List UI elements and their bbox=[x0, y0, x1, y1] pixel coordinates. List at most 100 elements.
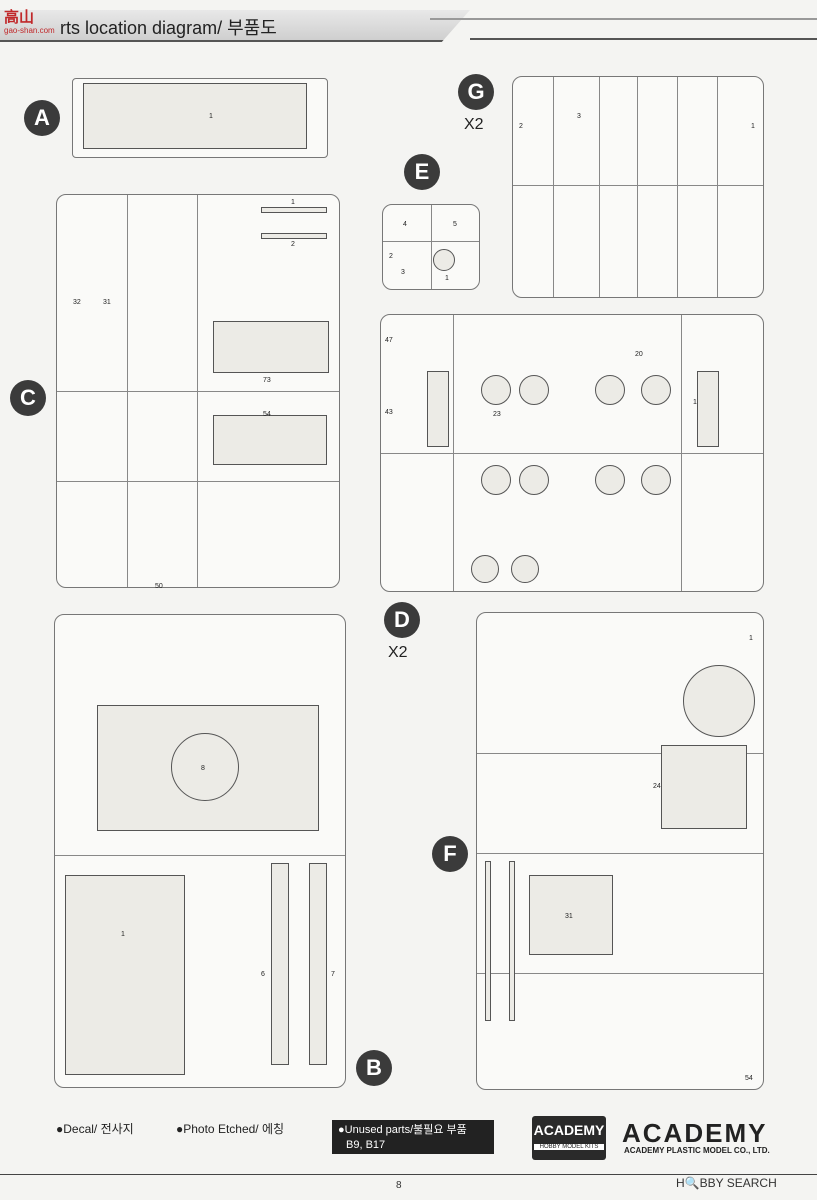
sprue-f-frame: 1 24 31 54 bbox=[476, 612, 764, 1090]
unused-parts-title: ●Unused parts/불필요 부품 bbox=[338, 1124, 467, 1136]
unused-parts-box: ●Unused parts/불필요 부품 B9, B17 bbox=[332, 1120, 494, 1154]
sprue-badge-c: C bbox=[10, 380, 46, 416]
page-number: 8 bbox=[396, 1180, 402, 1191]
part-number: 7 bbox=[331, 971, 335, 978]
watermark-logo: 高山 bbox=[4, 8, 35, 26]
runner bbox=[57, 481, 339, 482]
logo-subtext: HOBBY MODEL KITS bbox=[534, 1144, 604, 1150]
sprue-badge-e: E bbox=[404, 154, 440, 190]
header-banner bbox=[0, 10, 470, 42]
part-number: 23 bbox=[493, 411, 501, 418]
part-number: 3 bbox=[401, 269, 405, 276]
photo-etched-legend: ●Photo Etched/ 에칭 bbox=[176, 1122, 285, 1136]
footer-rule bbox=[0, 1174, 817, 1175]
part-number: 54 bbox=[745, 1075, 753, 1082]
runner bbox=[513, 185, 763, 186]
runner bbox=[127, 195, 128, 587]
part-number: 1 bbox=[751, 123, 755, 130]
road-wheel bbox=[481, 465, 511, 495]
turret-rear-plate bbox=[661, 745, 747, 829]
sprocket bbox=[511, 555, 539, 583]
sprue-d-multiplier: X2 bbox=[388, 644, 408, 661]
runner bbox=[57, 391, 339, 392]
part-number: 47 bbox=[385, 337, 393, 344]
runner bbox=[637, 77, 638, 297]
mantlet-plate bbox=[529, 875, 613, 955]
sprue-badge-d: D bbox=[384, 602, 420, 638]
road-wheel bbox=[519, 465, 549, 495]
rod-part bbox=[261, 233, 327, 239]
header-rule bbox=[470, 38, 817, 40]
runner bbox=[55, 855, 345, 856]
part-number: 73 bbox=[263, 377, 271, 384]
watermark-url: gao-shan.com bbox=[4, 26, 55, 35]
sprue-badge-b: B bbox=[356, 1050, 392, 1086]
runner bbox=[553, 77, 554, 297]
part-number: 1 bbox=[445, 275, 449, 282]
hull-floor-plate bbox=[65, 875, 185, 1075]
runner bbox=[383, 241, 479, 242]
sprue-g-multiplier: X2 bbox=[464, 116, 484, 133]
part-number: 1 bbox=[749, 635, 753, 642]
part-number: 2 bbox=[291, 241, 295, 248]
page-header: rts location diagram/ 부품도 高山 gao-shan.co… bbox=[0, 0, 817, 42]
part-number: 1 bbox=[121, 931, 125, 938]
hatch-disc bbox=[683, 665, 755, 737]
runner bbox=[453, 315, 454, 591]
part-number: 3 bbox=[577, 113, 581, 120]
part-number: 32 bbox=[73, 299, 81, 306]
sprue-c-frame: 1 2 32 31 73 54 50 bbox=[56, 194, 340, 590]
sprue-badge-g: G bbox=[458, 74, 494, 110]
academy-small-logo: ACADEMY HOBBY MODEL KITS bbox=[532, 1116, 606, 1160]
unused-parts-list: B9, B17 bbox=[346, 1139, 386, 1151]
sprue-d-frame: 1 20 23 43 47 bbox=[380, 314, 764, 592]
hull-bottom-plate bbox=[83, 83, 307, 149]
road-wheel bbox=[595, 375, 625, 405]
header-stripe bbox=[430, 18, 817, 20]
part-number: 8 bbox=[201, 765, 205, 772]
part-number: 6 bbox=[261, 971, 265, 978]
wheel-hub bbox=[433, 249, 455, 271]
part-number: 31 bbox=[103, 299, 111, 306]
road-wheel bbox=[519, 375, 549, 405]
turret-ring bbox=[171, 733, 239, 801]
runner bbox=[717, 77, 718, 297]
logo-text: ACADEMY bbox=[533, 1122, 605, 1138]
runner bbox=[477, 853, 763, 854]
company-name: ACADEMY PLASTIC MODEL CO., LTD. bbox=[624, 1146, 770, 1155]
page-title: rts location diagram/ 부품도 bbox=[60, 18, 277, 38]
sprue-badge-a: A bbox=[24, 100, 60, 136]
sprue-g-frame: 1 2 3 bbox=[512, 76, 764, 298]
sprue-e-frame: 1 2 3 4 5 bbox=[382, 204, 480, 290]
part-number: 2 bbox=[519, 123, 523, 130]
runner bbox=[381, 453, 763, 454]
barrel-rod bbox=[485, 861, 491, 1021]
academy-large-logo: ACADEMY bbox=[622, 1118, 768, 1148]
rod-part bbox=[261, 207, 327, 213]
part-number: 1 bbox=[291, 199, 295, 206]
part-number: 54 bbox=[263, 411, 271, 418]
runner bbox=[197, 195, 198, 587]
part-number: 2 bbox=[389, 253, 393, 260]
road-wheel bbox=[641, 465, 671, 495]
part-number: 1 bbox=[209, 113, 213, 120]
runner bbox=[477, 753, 763, 754]
part-number: 20 bbox=[635, 351, 643, 358]
part-number: 4 bbox=[403, 221, 407, 228]
side-skirt bbox=[309, 863, 327, 1065]
hobby-search-watermark: H🔍BBY SEARCH bbox=[676, 1176, 777, 1190]
runner bbox=[681, 315, 682, 591]
road-wheel bbox=[481, 375, 511, 405]
decal-legend: ●Decal/ 전사지 bbox=[56, 1122, 134, 1136]
sprue-a-frame: 1 bbox=[72, 78, 328, 158]
track-segment bbox=[697, 371, 719, 447]
part-number: 5 bbox=[453, 221, 457, 228]
runner bbox=[431, 205, 432, 289]
side-skirt bbox=[271, 863, 289, 1065]
sprue-b-frame: 8 1 6 7 bbox=[54, 614, 346, 1088]
road-wheel bbox=[595, 465, 625, 495]
part-number: 31 bbox=[565, 913, 573, 920]
sprue-badge-f: F bbox=[432, 836, 468, 872]
runner bbox=[599, 77, 600, 297]
engine-deck bbox=[213, 415, 327, 465]
